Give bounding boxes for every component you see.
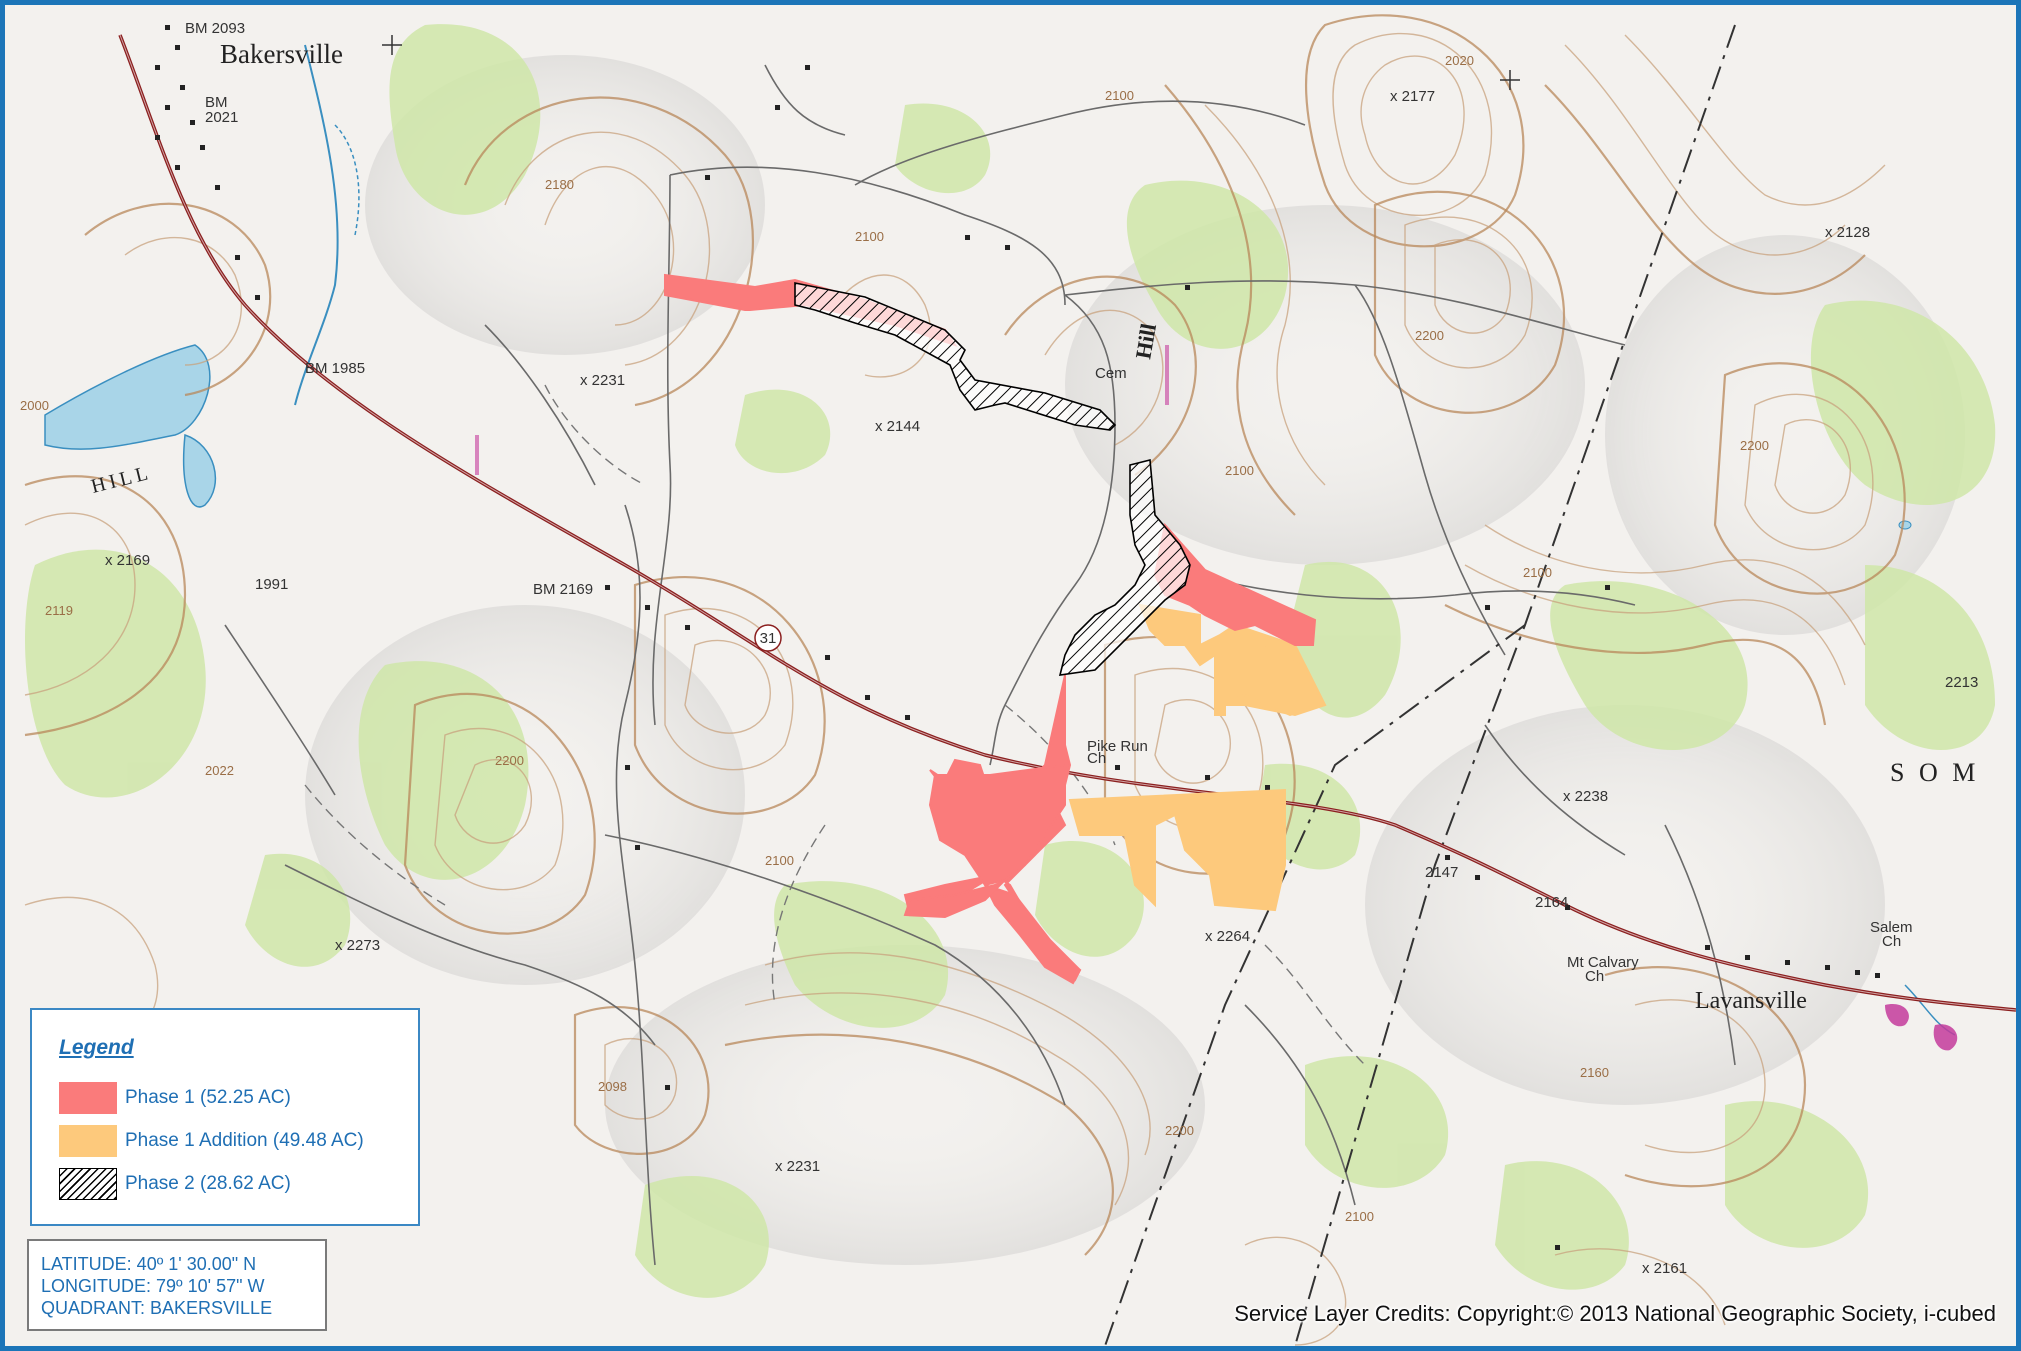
- spot-elevation-2164: 2164: [1535, 894, 1568, 911]
- legend-label: Phase 1 (52.25 AC): [125, 1087, 291, 1108]
- legend-label: Phase 1 Addition (49.48 AC): [125, 1130, 364, 1151]
- spot-elevation-2264: x 2264: [1205, 928, 1250, 945]
- phase-1-addition-area: [1068, 603, 1327, 912]
- contour-label-2098: 2098: [598, 1079, 627, 1094]
- place-label-salem: Salem: [1870, 919, 1913, 936]
- place-label-bakersville: Bakersville: [220, 39, 343, 69]
- contour-label-2200-a: 2200: [1415, 328, 1444, 343]
- contour-label-2022: 2022: [205, 763, 234, 778]
- spot-elevation-2273: x 2273: [335, 937, 380, 954]
- contour-label-2020: 2020: [1445, 53, 1474, 68]
- map-legend: Legend Phase 1 (52.25 AC) Phase 1 Additi…: [30, 1008, 420, 1226]
- contour-label-2000: 2000: [20, 398, 49, 413]
- spot-elevation-2128: x 2128: [1825, 224, 1870, 241]
- place-labels: Bakersville Lavansville HILL Hill Cem Pi…: [89, 39, 1979, 1014]
- benchmark-2169: BM 2169: [533, 581, 593, 598]
- benchmark-1985: BM 1985: [305, 360, 365, 377]
- phase-1-addition-swatch: [59, 1125, 117, 1157]
- contour-label-2100-c: 2100: [1225, 463, 1254, 478]
- service-layer-credits: Service Layer Credits: Copyright:© 2013 …: [1234, 1301, 1996, 1326]
- water-features: [44, 44, 1956, 1036]
- latitude-text: LATITUDE: 40º 1' 30.00" N: [41, 1254, 257, 1274]
- contour-label-2100-a: 2100: [1105, 88, 1134, 103]
- contour-lines: [24, 14, 1906, 1346]
- benchmark-2021-value: 2021: [205, 109, 238, 126]
- building-markers: [155, 25, 1880, 1250]
- place-label-salem-ch: Ch: [1882, 933, 1901, 950]
- legend-title: Legend: [59, 1036, 134, 1059]
- phase-2-area: [794, 282, 1191, 676]
- survey-crosses: [382, 35, 1520, 90]
- place-label-lavansville: Lavansville: [1695, 988, 1807, 1014]
- contour-labels: 2020 2100 2100 2100 2100 2100 2100 2180 …: [20, 53, 1769, 1224]
- phase-2-swatch: [59, 1168, 117, 1200]
- benchmark-1991: 1991: [255, 576, 288, 593]
- spot-elevation-2147: 2147: [1425, 864, 1458, 881]
- contour-label-2160: 2160: [1580, 1065, 1609, 1080]
- contour-label-2119: 2119: [45, 603, 73, 618]
- route-shield: 31: [754, 624, 782, 652]
- contour-label-2200-d: 2200: [1165, 1123, 1194, 1138]
- phase-1-area: [664, 273, 1317, 985]
- spot-elevation-2213: 2213: [1945, 674, 1978, 691]
- phase-1-swatch: [59, 1082, 117, 1114]
- route-number-label: 31: [760, 630, 777, 647]
- contour-label-2200-b: 2200: [1740, 438, 1769, 453]
- spot-elevation-2177: x 2177: [1390, 88, 1435, 105]
- spot-elevations: x 2177 x 2128 x 2231 x 2144 x 2169 x 227…: [105, 88, 1978, 1277]
- contour-label-2200-c: 2200: [495, 753, 524, 768]
- contour-label-2100-b: 2100: [855, 229, 884, 244]
- spot-elevation-2231-south: x 2231: [775, 1158, 820, 1175]
- place-label-pike-run-ch: Ch: [1087, 750, 1106, 767]
- place-label-pike-run: Pike Run: [1087, 738, 1148, 755]
- benchmark-labels: BM 2093 BM 2021 BM 1985 BM 2169 1991: [185, 20, 593, 598]
- contour-label-2100-e: 2100: [765, 853, 794, 868]
- benchmark-2021-label: BM: [205, 94, 228, 111]
- spot-elevation-2161: x 2161: [1642, 1260, 1687, 1277]
- contour-label-2100-f: 2100: [1345, 1209, 1374, 1224]
- contour-label-2100-d: 2100: [1523, 565, 1552, 580]
- quadrant-text: QUADRANT: BAKERSVILLE: [41, 1298, 273, 1318]
- place-label-som: S O M: [1890, 758, 1979, 787]
- contour-label-2180: 2180: [545, 177, 574, 192]
- spot-elevation-2231-north: x 2231: [580, 372, 625, 389]
- place-label-mt-calvary: Mt Calvary: [1567, 954, 1639, 971]
- legend-label: Phase 2 (28.62 AC): [125, 1173, 291, 1194]
- spot-elevation-2238: x 2238: [1563, 788, 1608, 805]
- place-label-hill-road: Hill: [1130, 322, 1161, 361]
- purple-features: [475, 345, 1958, 1051]
- longitude-text: LONGITUDE: 79º 10' 57" W: [41, 1276, 265, 1296]
- place-label-mt-calvary-ch: Ch: [1585, 968, 1604, 985]
- coordinates-box: LATITUDE: 40º 1' 30.00" N LONGITUDE: 79º…: [27, 1239, 327, 1331]
- benchmark-2093: BM 2093: [185, 20, 245, 37]
- place-label-cem: Cem: [1095, 365, 1127, 382]
- spot-elevation-2144: x 2144: [875, 418, 920, 435]
- spot-elevation-2169: x 2169: [105, 552, 150, 569]
